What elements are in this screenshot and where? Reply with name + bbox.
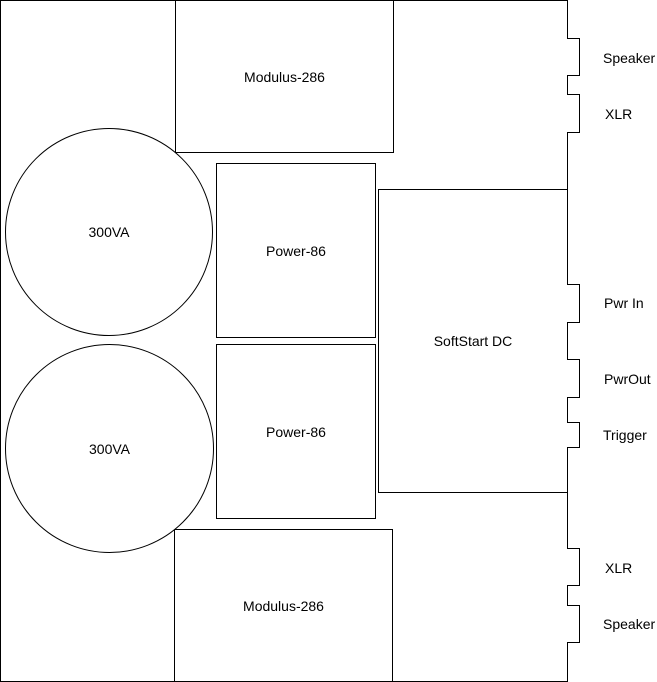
- modulus-286-top-label: Modulus-286: [244, 68, 325, 85]
- modulus-286-bottom-module: Modulus-286: [174, 529, 393, 682]
- xlr-bottom-label: XLR: [605, 560, 633, 576]
- xlr-bottom-connector: [567, 548, 580, 586]
- power-86-top-label: Power-86: [266, 242, 326, 259]
- transformer-top-label: 300VA: [88, 224, 130, 240]
- modulus-286-top-module: Modulus-286: [175, 0, 394, 153]
- speaker-bottom-connector: [567, 605, 580, 643]
- speaker-top-connector: [567, 38, 580, 76]
- speaker-top-label: Speaker: [603, 50, 656, 66]
- pwr-in-connector: [567, 284, 580, 323]
- xlr-top-connector: [567, 94, 580, 133]
- transformer-300va-top: 300VA: [5, 128, 213, 336]
- modulus-286-bottom-label: Modulus-286: [243, 597, 324, 614]
- pwr-out-connector: [567, 359, 580, 398]
- xlr-top-label: XLR: [605, 106, 633, 122]
- power-86-bottom-label: Power-86: [266, 423, 326, 440]
- speaker-bottom-label: Speaker: [603, 616, 656, 632]
- trigger-label: Trigger: [603, 427, 647, 443]
- pwr-out-label: PwrOut: [604, 371, 651, 387]
- softstart-dc-label: SoftStart DC: [433, 333, 513, 349]
- trigger-connector: [567, 422, 580, 448]
- power-86-top-module: Power-86: [216, 163, 376, 338]
- softstart-dc-module: SoftStart DC: [378, 189, 568, 493]
- transformer-bottom-label: 300VA: [89, 440, 130, 457]
- pwr-in-label: Pwr In: [604, 295, 644, 311]
- transformer-300va-bottom: 300VA: [5, 344, 214, 553]
- power-86-bottom-module: Power-86: [216, 344, 376, 519]
